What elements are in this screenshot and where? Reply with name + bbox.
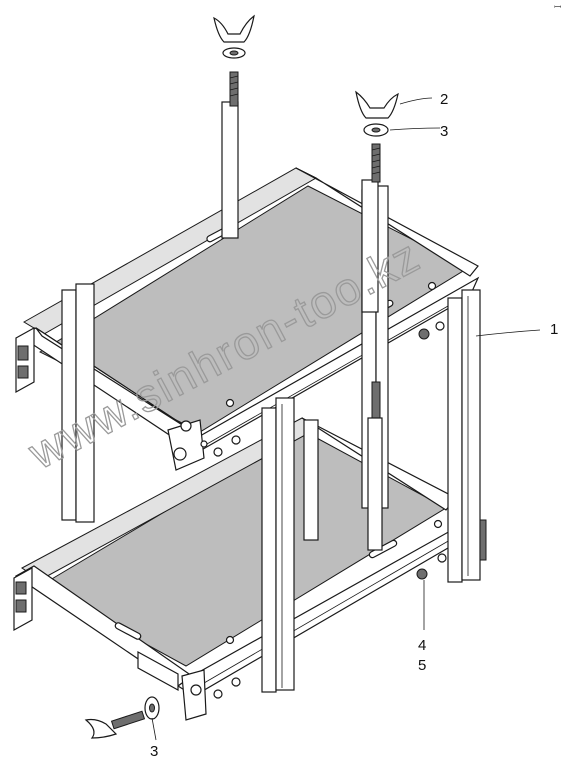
callout-2: 2 — [440, 91, 448, 108]
bottom-screw — [110, 710, 146, 730]
frame-posts — [61, 185, 487, 693]
left-rod-sleeve — [221, 101, 239, 239]
lower-rod-sleeve — [367, 417, 383, 551]
rod-left — [213, 14, 255, 239]
callout-3-top: 3 — [440, 123, 448, 140]
right-rod-sleeve — [361, 179, 379, 313]
lower-side-nut — [416, 568, 428, 580]
right-threaded-rod — [371, 143, 381, 183]
lower-label-plate — [137, 650, 179, 692]
lower-threaded-rod — [371, 381, 381, 423]
front-left-post-side — [275, 397, 295, 691]
lower-inner-post — [303, 419, 319, 541]
callout-1: 1 — [550, 321, 558, 338]
bottom-fastener — [84, 696, 160, 739]
callout-3-bottom: 3 — [150, 743, 158, 760]
lower-tray — [13, 417, 457, 721]
lower-tray-end-cap — [13, 566, 33, 632]
bottom-wing-nut — [84, 718, 118, 739]
rod-right — [355, 90, 399, 551]
front-right-post-side — [461, 289, 481, 581]
right-top-wing-nut — [355, 90, 399, 119]
callout-5: 5 — [418, 657, 426, 674]
callout-labels: 1 2 3 4 5 3 ꟷ — [150, 2, 561, 760]
front-right-post — [447, 297, 463, 583]
corner-mark: ꟷ — [554, 2, 561, 12]
upper-side-nut — [418, 328, 430, 340]
rear-left-post-side — [75, 283, 95, 523]
front-left-post — [261, 407, 277, 693]
left-top-wing-nut — [213, 14, 255, 43]
callout-4: 4 — [418, 637, 426, 654]
upper-tray — [15, 167, 480, 471]
leader-lines — [151, 97, 541, 741]
